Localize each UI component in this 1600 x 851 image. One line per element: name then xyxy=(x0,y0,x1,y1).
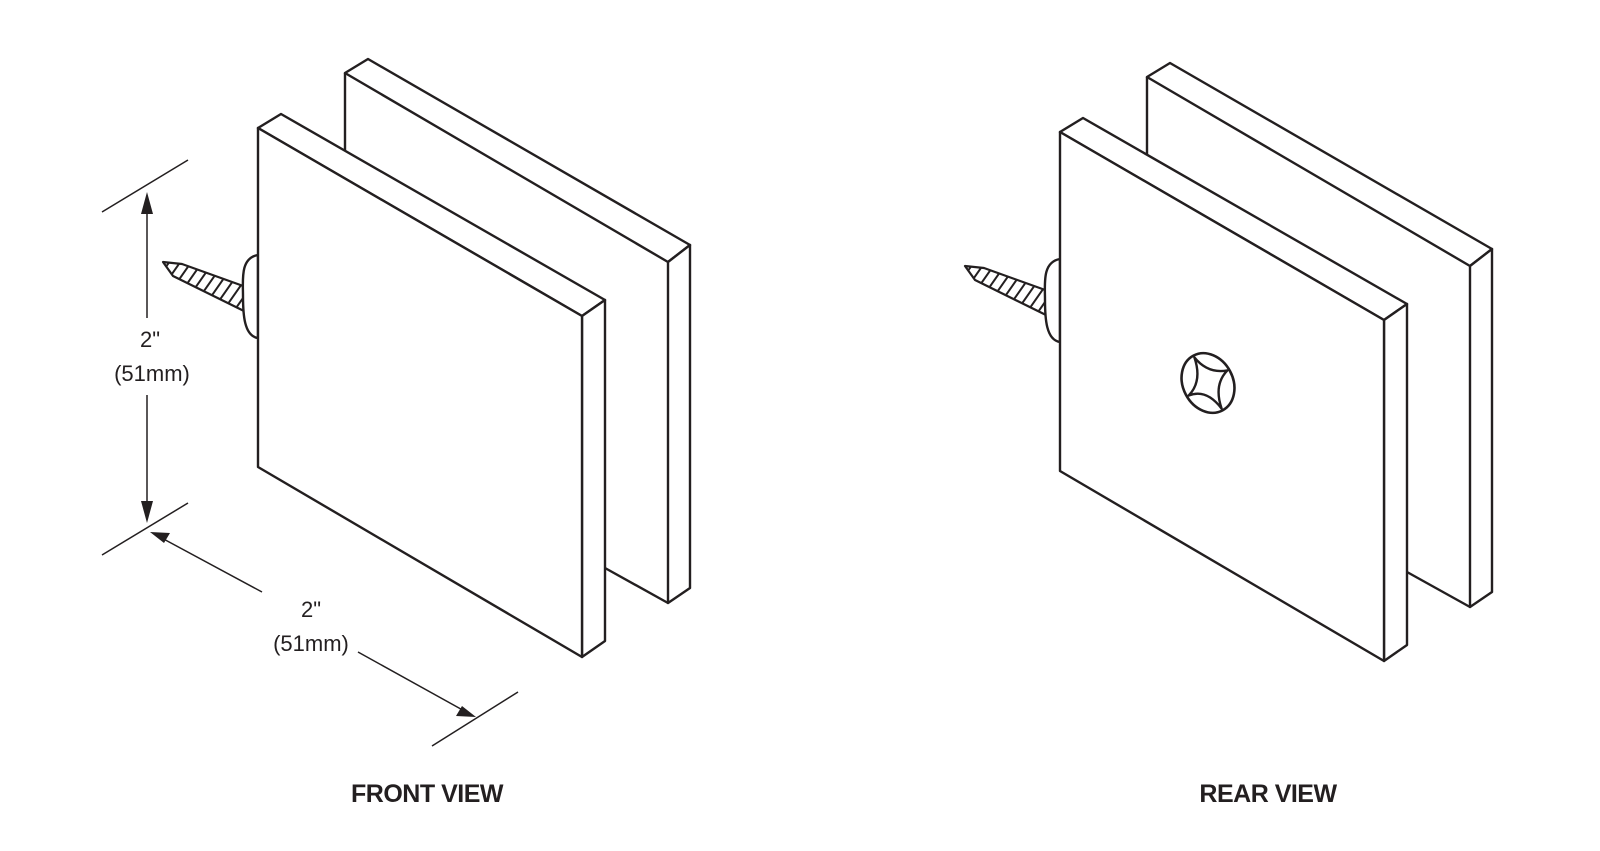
front-view xyxy=(101,57,692,747)
rear-view xyxy=(963,61,1494,663)
arrow-up-icon xyxy=(141,192,153,214)
height-dimension xyxy=(101,159,189,556)
screw-drive-icon xyxy=(1180,351,1236,415)
height-dimension-imperial: 2" xyxy=(140,327,160,352)
arrow-right-icon xyxy=(456,706,476,717)
front-view-caption: FRONT VIEW xyxy=(351,780,504,808)
width-dimension-metric: (51mm) xyxy=(273,631,349,656)
height-dimension-metric: (51mm) xyxy=(114,361,190,386)
arrow-left-icon xyxy=(150,532,170,543)
rear-view-caption: REAR VIEW xyxy=(1199,780,1337,808)
arrow-down-icon xyxy=(141,501,153,523)
width-dimension xyxy=(150,532,519,747)
width-dimension-imperial: 2" xyxy=(301,597,321,622)
